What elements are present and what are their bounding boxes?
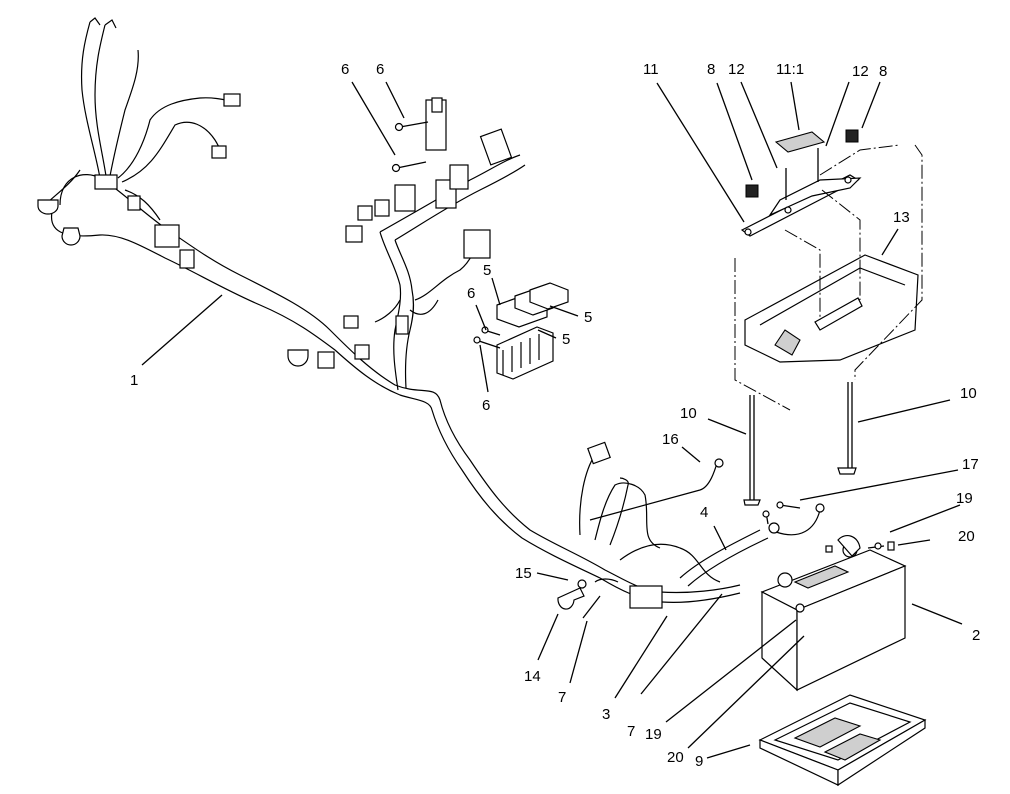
cable-connector <box>587 441 611 465</box>
callout-10: 10 <box>960 385 977 402</box>
bolt <box>582 595 601 619</box>
callout-5: 5 <box>562 331 570 348</box>
battery-cables <box>557 441 825 619</box>
washer <box>874 542 882 550</box>
callout-20: 20 <box>958 528 975 545</box>
ferrule <box>557 587 585 610</box>
callout-6: 6 <box>376 61 384 78</box>
callout-11-1: 11:1 <box>776 61 804 78</box>
callout-6: 6 <box>467 285 475 302</box>
harness-connector <box>211 145 227 159</box>
callout-12: 12 <box>852 63 869 80</box>
battery-hold-down <box>734 129 923 506</box>
harness-connector <box>343 315 359 329</box>
nut-clip <box>745 184 759 198</box>
battery-cover <box>744 254 919 363</box>
harness-connector <box>223 93 241 107</box>
battery-post <box>777 572 793 588</box>
harness-connector <box>394 184 416 212</box>
callout-7: 7 <box>558 689 566 706</box>
relay <box>529 282 569 310</box>
label-decal <box>774 131 826 153</box>
callout-5: 5 <box>584 309 592 326</box>
callout-7: 7 <box>627 723 635 740</box>
leader-lines <box>141 81 963 759</box>
harness-connector <box>354 344 370 360</box>
callout-19: 19 <box>956 490 973 507</box>
callout-1: 1 <box>130 372 138 389</box>
harness-connector <box>345 225 363 243</box>
callout-10: 10 <box>680 405 697 422</box>
screw <box>396 161 427 169</box>
cable-connector <box>629 585 663 609</box>
callout-8: 8 <box>707 61 715 78</box>
callout-6: 6 <box>482 397 490 414</box>
harness-connector <box>127 195 141 211</box>
callout-3: 3 <box>602 706 610 723</box>
terminal-boot <box>837 534 861 557</box>
harness-junction-block <box>154 224 180 248</box>
relay-connector <box>463 229 491 259</box>
callout-6: 6 <box>341 61 349 78</box>
callout-16: 16 <box>662 431 679 448</box>
washer <box>577 579 587 589</box>
screw <box>399 121 429 128</box>
harness-connector <box>479 128 513 166</box>
callout-4: 4 <box>700 504 708 521</box>
fuse-block <box>496 326 554 380</box>
callout-11: 11 <box>643 61 659 78</box>
harness-connector <box>94 174 118 190</box>
callout-15: 15 <box>515 565 532 582</box>
callout-9: 9 <box>695 753 703 770</box>
callout-8: 8 <box>879 63 887 80</box>
nut-clip <box>845 129 859 143</box>
hold-down-bracket <box>768 177 862 217</box>
cable-clamp <box>61 227 81 246</box>
nut <box>887 541 895 551</box>
callout-labels: 1 2 3 4 5 5 5 6 6 6 6 7 7 8 8 9 10 10 11… <box>130 61 980 770</box>
harness-clip <box>395 315 409 335</box>
harness-connector <box>357 205 373 221</box>
main-wire-harness <box>37 17 741 603</box>
battery <box>760 501 907 692</box>
cable-clamp <box>37 199 59 215</box>
grommet <box>287 349 309 367</box>
callout-20: 20 <box>667 749 684 766</box>
harness-connector <box>374 199 390 217</box>
harness-connector <box>449 164 469 190</box>
callout-2: 2 <box>972 627 980 644</box>
callout-13: 13 <box>893 209 910 226</box>
callout-17: 17 <box>962 456 979 473</box>
callout-5: 5 <box>483 262 491 279</box>
harness-clip <box>179 249 195 269</box>
fuse-block-assembly <box>391 121 569 380</box>
fuse-holder-tab <box>431 97 443 113</box>
harness-connector <box>317 351 335 369</box>
callout-19: 19 <box>645 726 662 743</box>
callout-14: 14 <box>524 668 541 685</box>
battery-tray <box>758 694 927 787</box>
callout-12: 12 <box>728 61 745 78</box>
